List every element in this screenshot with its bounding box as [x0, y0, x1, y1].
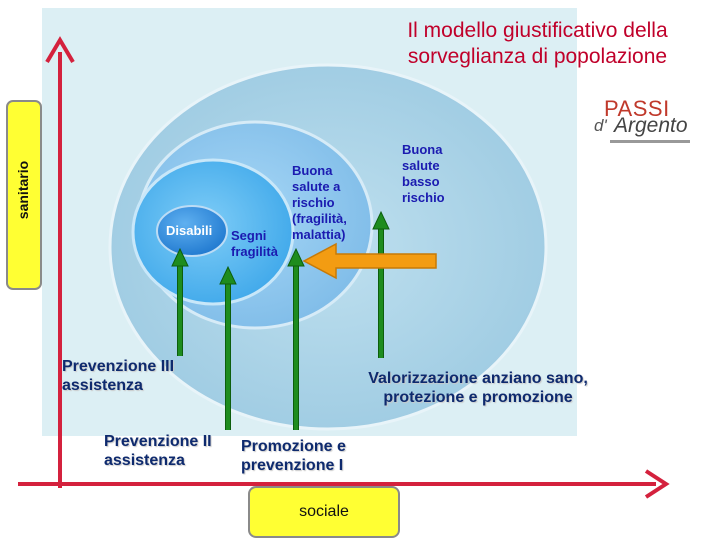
green-arrow-segni-fragilita: [219, 265, 237, 430]
middle-label-line: rischio: [292, 195, 335, 210]
logo-text-argento: Argento: [614, 114, 688, 137]
vertical-axis-label-box: sanitario: [6, 100, 42, 290]
inner-label-line: fragilità: [231, 244, 278, 259]
outer-label-line: Buona: [402, 142, 443, 157]
logo-text-passi: PASSI: [604, 96, 670, 121]
middle-circle-label: Buona salute a rischio (fragilità, malat…: [292, 163, 347, 243]
prevenzione-iii-line: assistenza: [62, 377, 143, 394]
prevenzione-ii-line: assistenza: [104, 452, 185, 469]
vertical-axis-label: sanitario: [15, 160, 31, 220]
logo-text-d: d': [594, 116, 607, 135]
outer-label-line: rischio: [402, 190, 445, 205]
promozione-line: Promozione e: [241, 438, 346, 455]
inner-circle-label: Segni fragilità: [231, 228, 278, 260]
passi-argento-logo: PASSI d' Argento: [588, 96, 700, 152]
valorizzazione-label: Valorizzazione anziano sano, protezione …: [352, 369, 604, 407]
prevenzione-ii-line: Prevenzione II: [104, 433, 212, 450]
outer-circle-label: Buona salute basso rischio: [402, 142, 445, 206]
core-ellipse: [156, 205, 228, 257]
title-line-2: sorveglianza di popolazione: [407, 45, 668, 68]
prevenzione-iii-line: Prevenzione III: [62, 358, 175, 375]
prevenzione-ii-label: Prevenzione II assistenza: [104, 432, 212, 470]
middle-label-line: malattia): [292, 227, 346, 242]
green-arrow-disabili: [171, 247, 189, 356]
horizontal-axis-label: sociale: [299, 503, 349, 520]
middle-label-line: salute a: [292, 179, 341, 194]
middle-label-line: Buona: [292, 163, 333, 178]
middle-label-line: (fragilità,: [292, 211, 347, 226]
green-arrow-buona-salute-basso-rischio: [372, 210, 390, 358]
valorizzazione-line: Valorizzazione anziano sano,: [368, 370, 588, 387]
valorizzazione-line: protezione e promozione: [383, 389, 573, 406]
title-line-1: Il modello giustificativo della: [407, 19, 668, 42]
outer-label-line: basso: [402, 174, 440, 189]
vertical-axis: [45, 36, 75, 488]
page-title: Il modello giustificativo della sorvegli…: [370, 18, 705, 70]
horizontal-axis-label-box: sociale: [248, 486, 400, 538]
core-label: Disabili: [166, 223, 213, 238]
logo-underline: [610, 140, 690, 143]
horizontal-axis: [18, 469, 670, 499]
promozione-line: prevenzione I: [241, 457, 344, 474]
outer-label-line: salute: [402, 158, 440, 173]
orange-arrow: [302, 242, 437, 280]
green-arrow-buona-salute-rischio: [287, 247, 305, 430]
promozione-label: Promozione e prevenzione I: [241, 437, 346, 475]
prevenzione-iii-label: Prevenzione III assistenza: [62, 357, 174, 395]
inner-label-line: Segni: [231, 228, 267, 243]
